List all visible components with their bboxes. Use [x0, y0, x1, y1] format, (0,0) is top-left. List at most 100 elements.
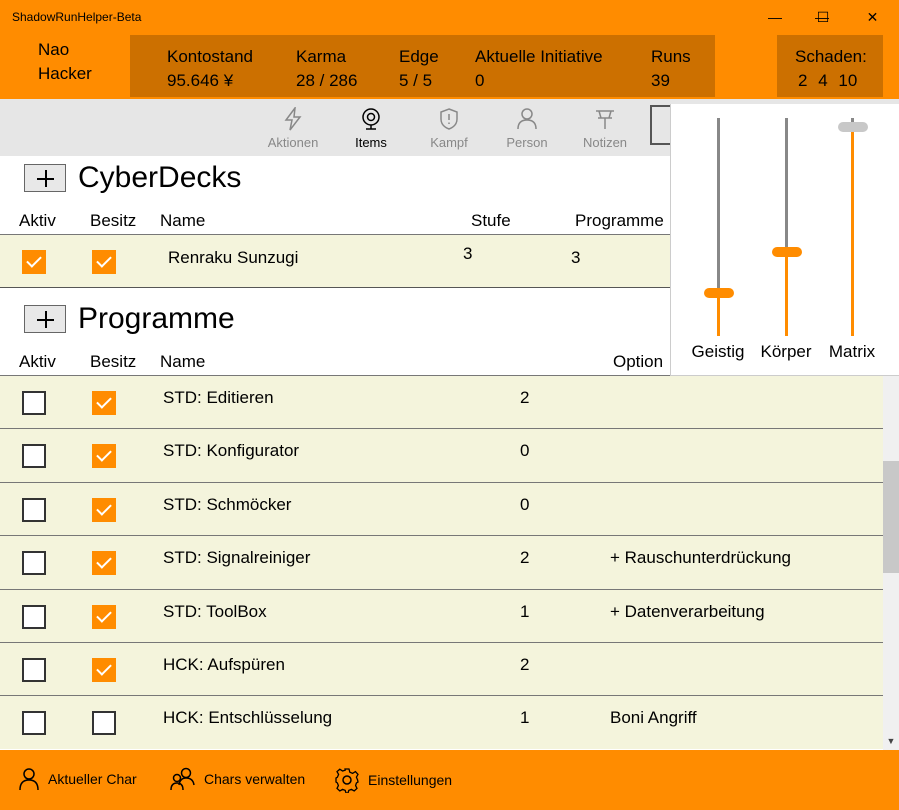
programm-besitz-checkbox[interactable]: [92, 391, 116, 415]
programm-besitz-checkbox[interactable]: [92, 551, 116, 576]
karma-stat[interactable]: Karma 28 / 286: [296, 45, 357, 93]
programm-aktiv-checkbox[interactable]: [22, 444, 46, 469]
programme-col-besitz[interactable]: Besitz: [90, 352, 137, 371]
tab-kampf[interactable]: Kampf: [414, 107, 484, 150]
close-icon: ✕: [866, 8, 879, 25]
programm-besitz-checkbox[interactable]: [92, 497, 116, 522]
edge-label: Edge: [399, 47, 439, 66]
bottom-bar: Aktueller Char Chars verwalten Einstellu…: [0, 750, 899, 810]
damage-label: Schaden:: [795, 47, 867, 66]
damage-slider-1[interactable]: Geistig: [688, 118, 748, 361]
einstellungen-button[interactable]: Einstellungen: [334, 767, 452, 793]
programm-aktiv-checkbox[interactable]: [22, 658, 46, 682]
slider-track: [785, 118, 788, 336]
runs-stat[interactable]: Runs 39: [651, 45, 691, 93]
programm-aktiv-checkbox[interactable]: [22, 604, 46, 629]
programme-col-name[interactable]: Name: [160, 352, 206, 371]
title-bar: ShadowRunHelper-Beta —: [0, 0, 899, 34]
runs-label: Runs: [651, 47, 691, 66]
minimize-button[interactable]: —: [799, 0, 845, 34]
table-row[interactable]: STD: Schmöcker 0: [0, 481, 883, 536]
slider-track: [717, 118, 720, 336]
initiative-value: 0: [475, 71, 485, 90]
more-tab-button[interactable]: [650, 105, 672, 145]
damage-slider-3[interactable]: Matrix: [822, 118, 882, 361]
tab-notizen[interactable]: Notizen: [570, 107, 640, 150]
damage-panel[interactable]: Schaden: 2 4 10: [777, 35, 883, 97]
minimize-icon: —: [815, 9, 829, 25]
cyberdecks-section-header: CyberDecks: [24, 160, 241, 196]
programm-aktiv-checkbox[interactable]: [22, 551, 46, 576]
programm-besitz-checkbox[interactable]: [92, 711, 116, 736]
close-button[interactable]: ✕: [846, 0, 899, 34]
cyberdecks-col-stufe[interactable]: Stufe: [471, 211, 511, 230]
programm-stufe: 0: [520, 494, 530, 514]
character-header: Nao Hacker Kontostand 95.646 ¥ Karma 28 …: [0, 34, 899, 99]
programm-stufe: 2: [520, 655, 530, 674]
programm-name: STD: Schmöcker: [163, 494, 292, 514]
programme-col-option[interactable]: Option: [613, 352, 664, 371]
cyberdecks-col-programme[interactable]: Programme: [575, 211, 664, 230]
tab-person-label: Person: [506, 135, 548, 150]
maximize-button[interactable]: ☐: [800, 0, 846, 34]
minimize-button-real[interactable]: —: [752, 0, 798, 34]
scroll-down-icon[interactable]: ▼: [886, 736, 896, 746]
cyberdeck-besitz-checkbox[interactable]: [92, 250, 116, 274]
karma-value: 28 / 286: [296, 71, 358, 90]
programm-besitz-checkbox[interactable]: [92, 604, 116, 629]
karma-label: Karma: [296, 47, 347, 66]
webcam-icon: [362, 108, 380, 130]
scroll-thumb[interactable]: [883, 461, 899, 573]
gear-icon: [335, 768, 359, 793]
cyberdecks-col-besitz[interactable]: Besitz: [90, 211, 137, 230]
kontostand-stat[interactable]: Kontostand 95.646 ¥: [167, 45, 253, 93]
maximize-icon: ☐: [816, 8, 830, 25]
character-name[interactable]: Nao Hacker: [38, 38, 92, 86]
programme-col-aktiv[interactable]: Aktiv: [19, 352, 56, 371]
chars-verwalten-button[interactable]: Chars verwalten: [170, 767, 305, 791]
slider-thumb[interactable]: [704, 288, 734, 298]
programme-title: Programme: [78, 302, 235, 335]
programm-option: Boni Angriff: [610, 708, 697, 728]
add-cyberdeck-button[interactable]: [24, 164, 66, 192]
initiative-stat[interactable]: Aktuelle Initiative 0: [475, 45, 603, 93]
person-icon: [517, 108, 537, 130]
slider-label: Körper: [760, 342, 812, 361]
edge-stat[interactable]: Edge 5 / 5: [399, 45, 439, 93]
aktueller-char-button[interactable]: Aktueller Char: [18, 767, 137, 791]
cyberdecks-col-name[interactable]: Name: [160, 211, 206, 230]
programme-section-header: Programme: [24, 301, 235, 337]
programm-name: STD: Signalreiniger: [163, 548, 311, 568]
tab-person[interactable]: Person: [492, 107, 562, 150]
tab-aktionen[interactable]: Aktionen: [258, 107, 328, 150]
add-programm-button[interactable]: [24, 305, 66, 333]
slider-fill: [717, 293, 720, 336]
slider-label: Matrix: [828, 342, 876, 361]
programm-aktiv-checkbox[interactable]: [22, 391, 46, 415]
slider-fill: [785, 252, 788, 336]
slider-thumb[interactable]: [772, 247, 802, 257]
programm-stufe: 1: [520, 708, 530, 728]
programm-besitz-checkbox[interactable]: [92, 444, 116, 469]
tab-kampf-label: Kampf: [430, 135, 468, 150]
cyberdeck-aktiv-checkbox[interactable]: [22, 250, 46, 274]
programm-aktiv-checkbox[interactable]: [22, 497, 46, 522]
damage-value-geistig: 2: [798, 71, 808, 90]
programm-option: + Datenverarbeitung: [610, 601, 765, 621]
runs-value: 39: [651, 71, 670, 90]
damage-slider-2[interactable]: Körper: [756, 118, 816, 361]
minimize-icon: —: [768, 9, 782, 25]
programm-besitz-checkbox[interactable]: [92, 658, 116, 682]
programm-aktiv-checkbox[interactable]: [22, 711, 46, 736]
programm-stufe: 0: [520, 441, 530, 461]
cyberdecks-col-aktiv[interactable]: Aktiv: [19, 211, 56, 230]
slider-thumb[interactable]: [838, 122, 868, 132]
programm-stufe: 1: [520, 601, 530, 621]
tab-items[interactable]: Items: [336, 107, 406, 150]
